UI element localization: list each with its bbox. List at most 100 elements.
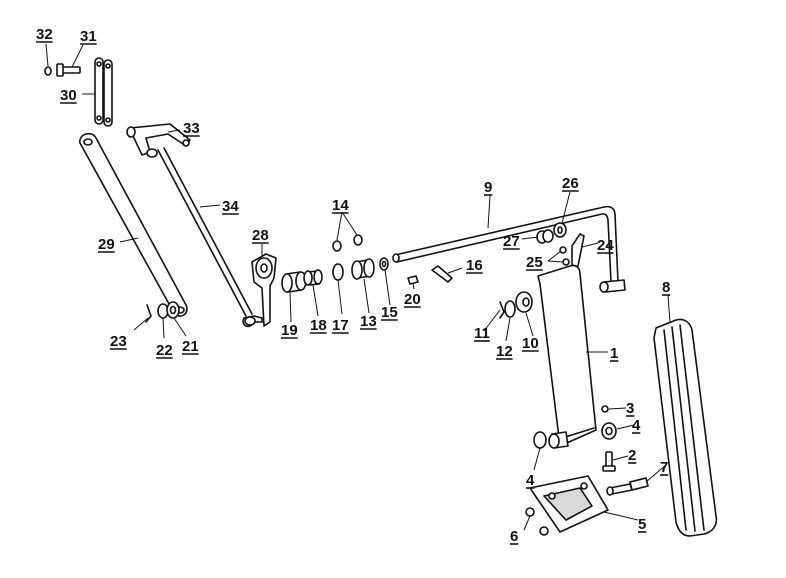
callout-3: 3 <box>626 400 635 417</box>
callout-number: 11 <box>474 325 490 342</box>
part-5-bracket <box>529 475 609 533</box>
part-4-bushing-pair <box>533 431 569 449</box>
callout-21: 21 <box>182 338 199 355</box>
part-34-rod <box>157 147 263 328</box>
part-11-clip <box>499 301 505 319</box>
callout-20: 20 <box>404 291 421 308</box>
callout-number: 15 <box>381 304 398 321</box>
callout-2: 2 <box>628 447 637 464</box>
callout-34: 34 <box>222 198 239 215</box>
callout-7: 7 <box>660 459 669 476</box>
callout-number: 19 <box>281 322 298 339</box>
callout-number: 9 <box>484 179 492 196</box>
callout-24: 24 <box>597 237 614 254</box>
callout-10: 10 <box>522 335 539 352</box>
part-26-bushing <box>553 222 567 238</box>
callout-number: 23 <box>110 333 127 350</box>
callout-number: 29 <box>98 236 115 253</box>
callout-number: 30 <box>60 87 77 104</box>
part-8-pedal-pad <box>653 318 718 537</box>
callout-18: 18 <box>310 317 327 334</box>
callout-33: 33 <box>183 120 200 137</box>
callout-number: 24 <box>597 237 614 254</box>
callout-number: 14 <box>332 197 349 214</box>
callout-28: 28 <box>252 227 269 244</box>
callout-13: 13 <box>360 313 377 330</box>
part-17-washer <box>332 263 344 281</box>
callout-number: 28 <box>252 227 269 244</box>
callout-22: 22 <box>156 342 173 359</box>
callout-number: 7 <box>660 459 668 476</box>
part-23-clip <box>145 304 152 323</box>
part-18-spacer <box>303 269 323 286</box>
callout-25: 25 <box>526 254 543 271</box>
callout-17: 17 <box>332 317 349 334</box>
part-3-nut <box>601 405 609 413</box>
callout-31: 31 <box>80 28 97 45</box>
part-9-shaft <box>392 205 626 293</box>
callout-number: 10 <box>522 335 539 352</box>
callout-5: 5 <box>638 516 647 533</box>
part-20-key <box>407 275 419 285</box>
callout-number: 18 <box>310 317 327 334</box>
callout-23: 23 <box>110 333 127 350</box>
callout-number: 34 <box>222 198 239 215</box>
callout-19: 19 <box>281 322 298 339</box>
callout-number: 22 <box>156 342 173 359</box>
callout-number: 12 <box>496 343 513 360</box>
part-12-washer <box>504 300 516 318</box>
callout-12: 12 <box>496 343 513 360</box>
callout-number: 17 <box>332 317 349 334</box>
callout-number: 13 <box>360 313 377 330</box>
callout-30: 30 <box>60 87 77 104</box>
callout-number: 27 <box>503 233 520 250</box>
part-14-bushings <box>332 234 363 252</box>
callout-15: 15 <box>381 304 398 321</box>
callout-number: 25 <box>526 254 543 271</box>
callout-29: 29 <box>98 236 115 253</box>
callout-number: 6 <box>510 528 518 545</box>
part-27-bushing <box>536 229 554 244</box>
callout-number: 1 <box>610 345 618 362</box>
part-21-washer <box>166 301 180 319</box>
callout-number: 20 <box>404 291 421 308</box>
callout-number: 8 <box>662 279 670 296</box>
callout-26: 26 <box>562 175 579 192</box>
callout-4a: 4 <box>526 472 535 489</box>
part-10-bushing <box>515 291 533 313</box>
callout-number: 33 <box>183 120 200 137</box>
callout-4b: 4 <box>632 417 641 434</box>
part-24-lever <box>571 233 585 267</box>
part-19-bushing <box>281 271 307 293</box>
part-31-bolt <box>56 63 81 77</box>
callout-labels: 1234456789101112131415161718192021222324… <box>36 26 671 545</box>
callout-number: 4 <box>526 472 535 489</box>
part-15-ring <box>379 257 389 271</box>
callout-14: 14 <box>332 197 349 214</box>
part-33-bellcrank <box>126 123 191 158</box>
callout-11: 11 <box>474 325 490 342</box>
callout-6: 6 <box>510 528 519 545</box>
callout-number: 21 <box>182 338 199 355</box>
callout-number: 31 <box>80 28 97 45</box>
callout-number: 26 <box>562 175 579 192</box>
part-7-stud <box>606 477 649 496</box>
callout-9: 9 <box>484 179 493 196</box>
callout-number: 4 <box>632 417 641 434</box>
callout-1: 1 <box>610 345 619 362</box>
callout-27: 27 <box>503 233 520 250</box>
part-32-washer <box>44 66 52 76</box>
part-1-pedal-arm <box>537 264 597 447</box>
part-6-nuts <box>525 507 549 536</box>
callout-32: 32 <box>36 26 53 43</box>
part-16-pin <box>431 265 453 283</box>
part-30-link-plates <box>94 57 113 127</box>
part-2-bolt <box>602 451 616 472</box>
callout-number: 5 <box>638 516 646 533</box>
part-13-bearing <box>351 258 375 280</box>
callout-16: 16 <box>466 257 483 274</box>
callout-8: 8 <box>662 279 671 296</box>
callout-number: 2 <box>628 447 636 464</box>
part-28-arm <box>251 253 277 327</box>
